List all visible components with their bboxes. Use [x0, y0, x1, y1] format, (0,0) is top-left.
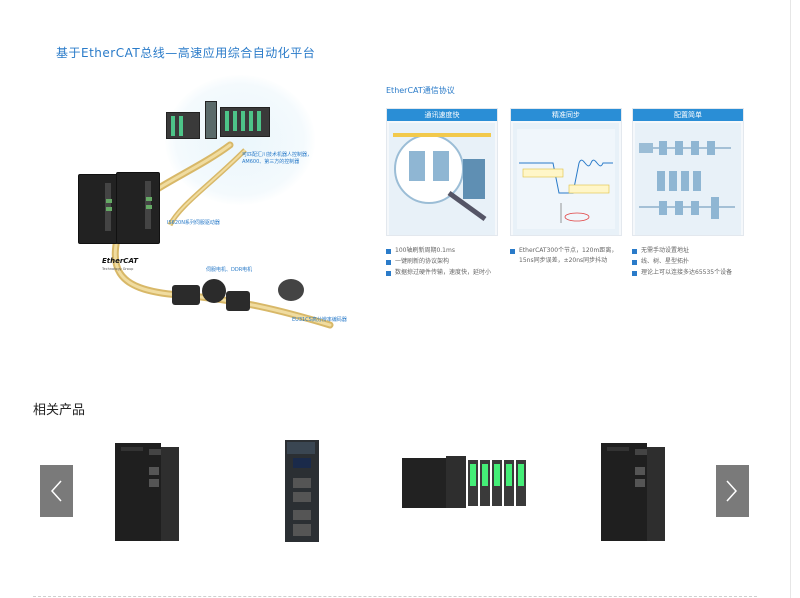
bullets-speed: 100轴刷新周期0.1ms 一键刷新的协议架构 数据掠过硬件传输，速度快，延时小: [386, 246, 504, 279]
panel-config-header: 配置简单: [633, 109, 743, 121]
bullet-item: 无需手动设置地址: [632, 246, 756, 256]
ddr-motor: [226, 291, 250, 311]
callout-encoder: EU31CS高分辨率编码器: [292, 317, 347, 323]
bullet-item: 100轴刷新周期0.1ms: [386, 246, 504, 256]
controller-unit: [166, 112, 200, 139]
panel-speed-diagram: [389, 123, 495, 235]
servo-motor-1: [172, 285, 200, 305]
ethercat-cable-graphic: [111, 141, 334, 329]
product-slim-drive[interactable]: [285, 440, 319, 542]
section-divider: [33, 596, 757, 597]
bullets-config: 无需手动设置地址 线、树、星型拓扑 理论上可以连接多达65535个设备: [632, 246, 756, 279]
servo-drive-right: [116, 172, 160, 244]
panel-sync-diagram: [513, 123, 619, 235]
servo-drive-icon: [115, 443, 179, 541]
ethercat-logo: EtherCAT: [102, 257, 138, 265]
servo-motor-2: [202, 279, 226, 303]
panel-config-diagram: [635, 123, 741, 235]
panel-speed-header: 通讯速度快: [387, 109, 497, 121]
ethercat-banner: 基于EtherCAT总线—高速应用综合自动化平台 可匹配汇川技术机器人控制器，A…: [40, 35, 760, 335]
callout-drive: IS620N系列伺服驱动器: [167, 220, 220, 226]
slim-drive-icon: [285, 440, 319, 542]
bullet-item: 数据掠过硬件传输，速度快，延时小: [386, 268, 504, 278]
bullet-item: 一键刷新的协议架构: [386, 257, 504, 267]
product-servo-drive-1[interactable]: [115, 443, 179, 541]
plc-icon: [402, 456, 526, 508]
servo-drive-left: [78, 174, 118, 244]
panel-sync-header: 精准同步: [511, 109, 621, 121]
panel-speed: 通讯速度快: [386, 108, 498, 236]
bullet-item: EtherCAT300个节点，120m距离，15ns同步误差，±20ns同步抖动: [510, 246, 624, 266]
encoder: [278, 279, 304, 301]
controller-module: [205, 101, 217, 139]
callout-controller: 可匹配汇川技术机器人控制器，AM600、第三方的控制器: [242, 152, 313, 165]
product-servo-drive-2[interactable]: [601, 443, 665, 541]
chevron-left-icon: [50, 480, 62, 502]
servo-drive-icon: [601, 443, 665, 541]
banner-title: 基于EtherCAT总线—高速应用综合自动化平台: [56, 46, 316, 60]
chevron-right-icon: [726, 480, 738, 502]
carousel-next-button[interactable]: [716, 465, 749, 517]
panel-config: 配置简单: [632, 108, 744, 236]
related-products-title: 相关产品: [33, 403, 86, 418]
bullets-sync: EtherCAT300个节点，120m距离，15ns同步误差，±20ns同步抖动: [510, 246, 624, 267]
product-plc[interactable]: [402, 456, 528, 508]
protocol-title: EtherCAT通信协议: [386, 86, 455, 95]
page-right-border: [790, 0, 791, 598]
controller-halo: [165, 75, 315, 205]
carousel-prev-button[interactable]: [40, 465, 73, 517]
ethercat-logo-sub: Technology Group: [102, 267, 134, 271]
bullet-item: 理论上可以连接多达65535个设备: [632, 268, 756, 278]
bullet-item: 线、树、星型拓扑: [632, 257, 756, 267]
controller-rack: [220, 107, 270, 137]
callout-motor: 伺服电机、DDR电机: [206, 267, 253, 273]
panel-sync: 精准同步: [510, 108, 622, 236]
